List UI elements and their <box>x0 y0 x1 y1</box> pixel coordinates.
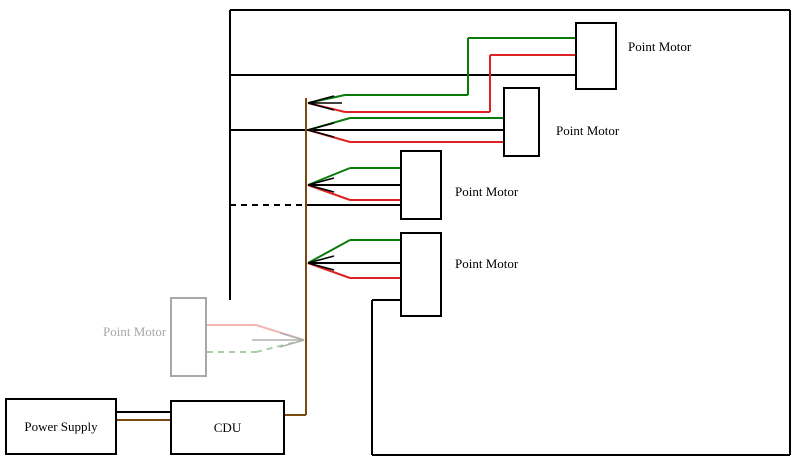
arrowhead-pm2-barb-top <box>307 122 335 131</box>
point-motor-1-label: Point Motor <box>628 39 692 54</box>
arrowhead-pm5-barb-top <box>279 332 305 341</box>
point-motor-5-label: Point Motor <box>103 324 167 339</box>
wire-green-pm4-diag <box>307 239 351 264</box>
power-supply-label: Power Supply <box>24 418 98 434</box>
arrowhead-pm3-barb-top <box>307 177 335 186</box>
arrowhead-pm1-barb-top <box>307 95 335 104</box>
point-motor-5-box <box>170 297 207 377</box>
point-motor-2-label: Point Motor <box>556 123 620 138</box>
cdu-box: CDU <box>170 400 285 455</box>
arrowhead-pm4-barb-top <box>307 255 335 264</box>
point-motor-2-box <box>503 87 540 157</box>
point-motor-4-box <box>400 232 442 317</box>
wire-fadedgreen-pm5-diag <box>255 339 305 353</box>
arrowhead-pm5-barb-bottom <box>279 339 305 348</box>
arrowhead-pm4-barb-bottom <box>307 262 335 271</box>
point-motor-3-box <box>400 150 442 220</box>
point-motor-3-label: Point Motor <box>455 184 519 199</box>
power-supply-box: Power Supply <box>5 398 117 455</box>
arrowhead-pm1-barb-bottom <box>307 102 335 111</box>
arrowhead-pm3-barb-bottom <box>307 184 335 193</box>
wire-green-pm3-diag <box>307 167 351 186</box>
arrowhead-pm2-barb-bottom <box>307 129 335 138</box>
point-motor-1-box <box>575 22 617 90</box>
cdu-label: CDU <box>213 419 242 435</box>
point-motor-4-label: Point Motor <box>455 256 519 271</box>
